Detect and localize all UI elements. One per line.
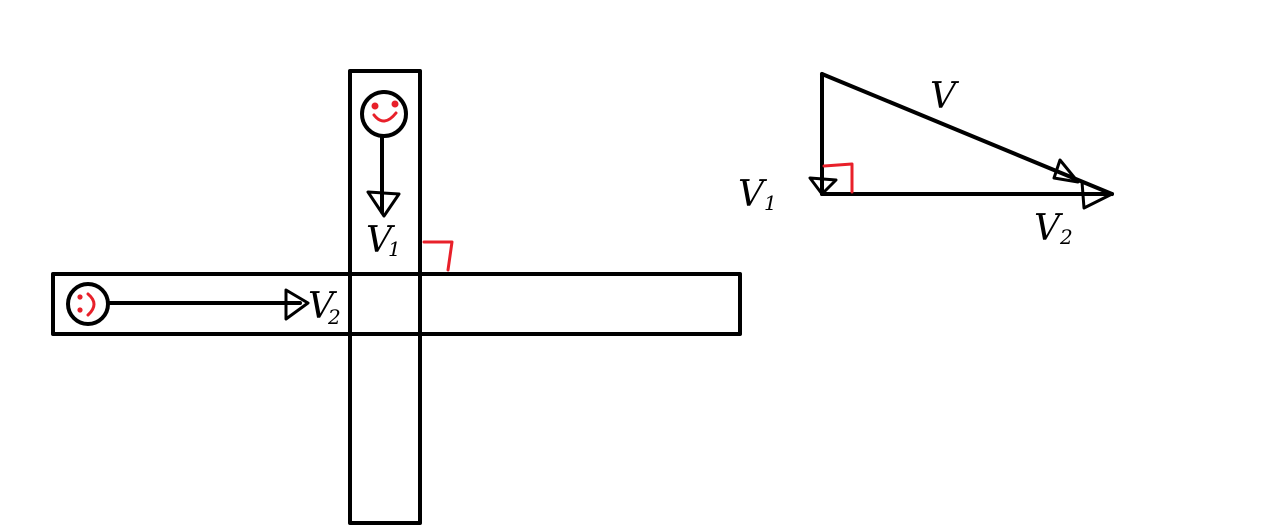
left-person-eye-top-icon [77,294,83,300]
v1-label-left: V [366,220,396,261]
v2-label-left: V [308,286,338,327]
right-angle-marker-left [422,240,454,272]
v2-arrow-head-icon [284,288,310,321]
v1-subscript-right: 1 [764,191,777,215]
v1-subscript-left: 1 [388,237,401,261]
smile-mouth-icon [372,111,398,123]
v1-arrow-head-icon [366,190,401,218]
left-person-smiley-icon [66,282,110,326]
v-label: V [930,76,960,117]
velocity-triangle [808,72,1114,210]
v2-label-right: V [1034,208,1064,249]
triangle-hypotenuse [820,72,1114,196]
left-person-eye-bottom-icon [77,307,83,313]
left-eye-icon [371,102,379,110]
left-person-mouth-icon [86,292,96,317]
v2-subscript-left: 2 [327,305,341,329]
right-angle-marker-triangle [822,162,854,194]
top-person-smiley-icon [360,90,408,138]
vertical-road [348,69,422,525]
v2-right-arrow-head-icon [1080,180,1114,210]
v1-right-arrow-head-icon [808,176,838,196]
right-eye-icon [391,100,399,108]
v2-subscript-right: 2 [1059,225,1073,249]
v-arrow-head-icon [1052,158,1080,184]
v1-label-right: V [738,174,768,215]
horizontal-road [51,272,742,336]
